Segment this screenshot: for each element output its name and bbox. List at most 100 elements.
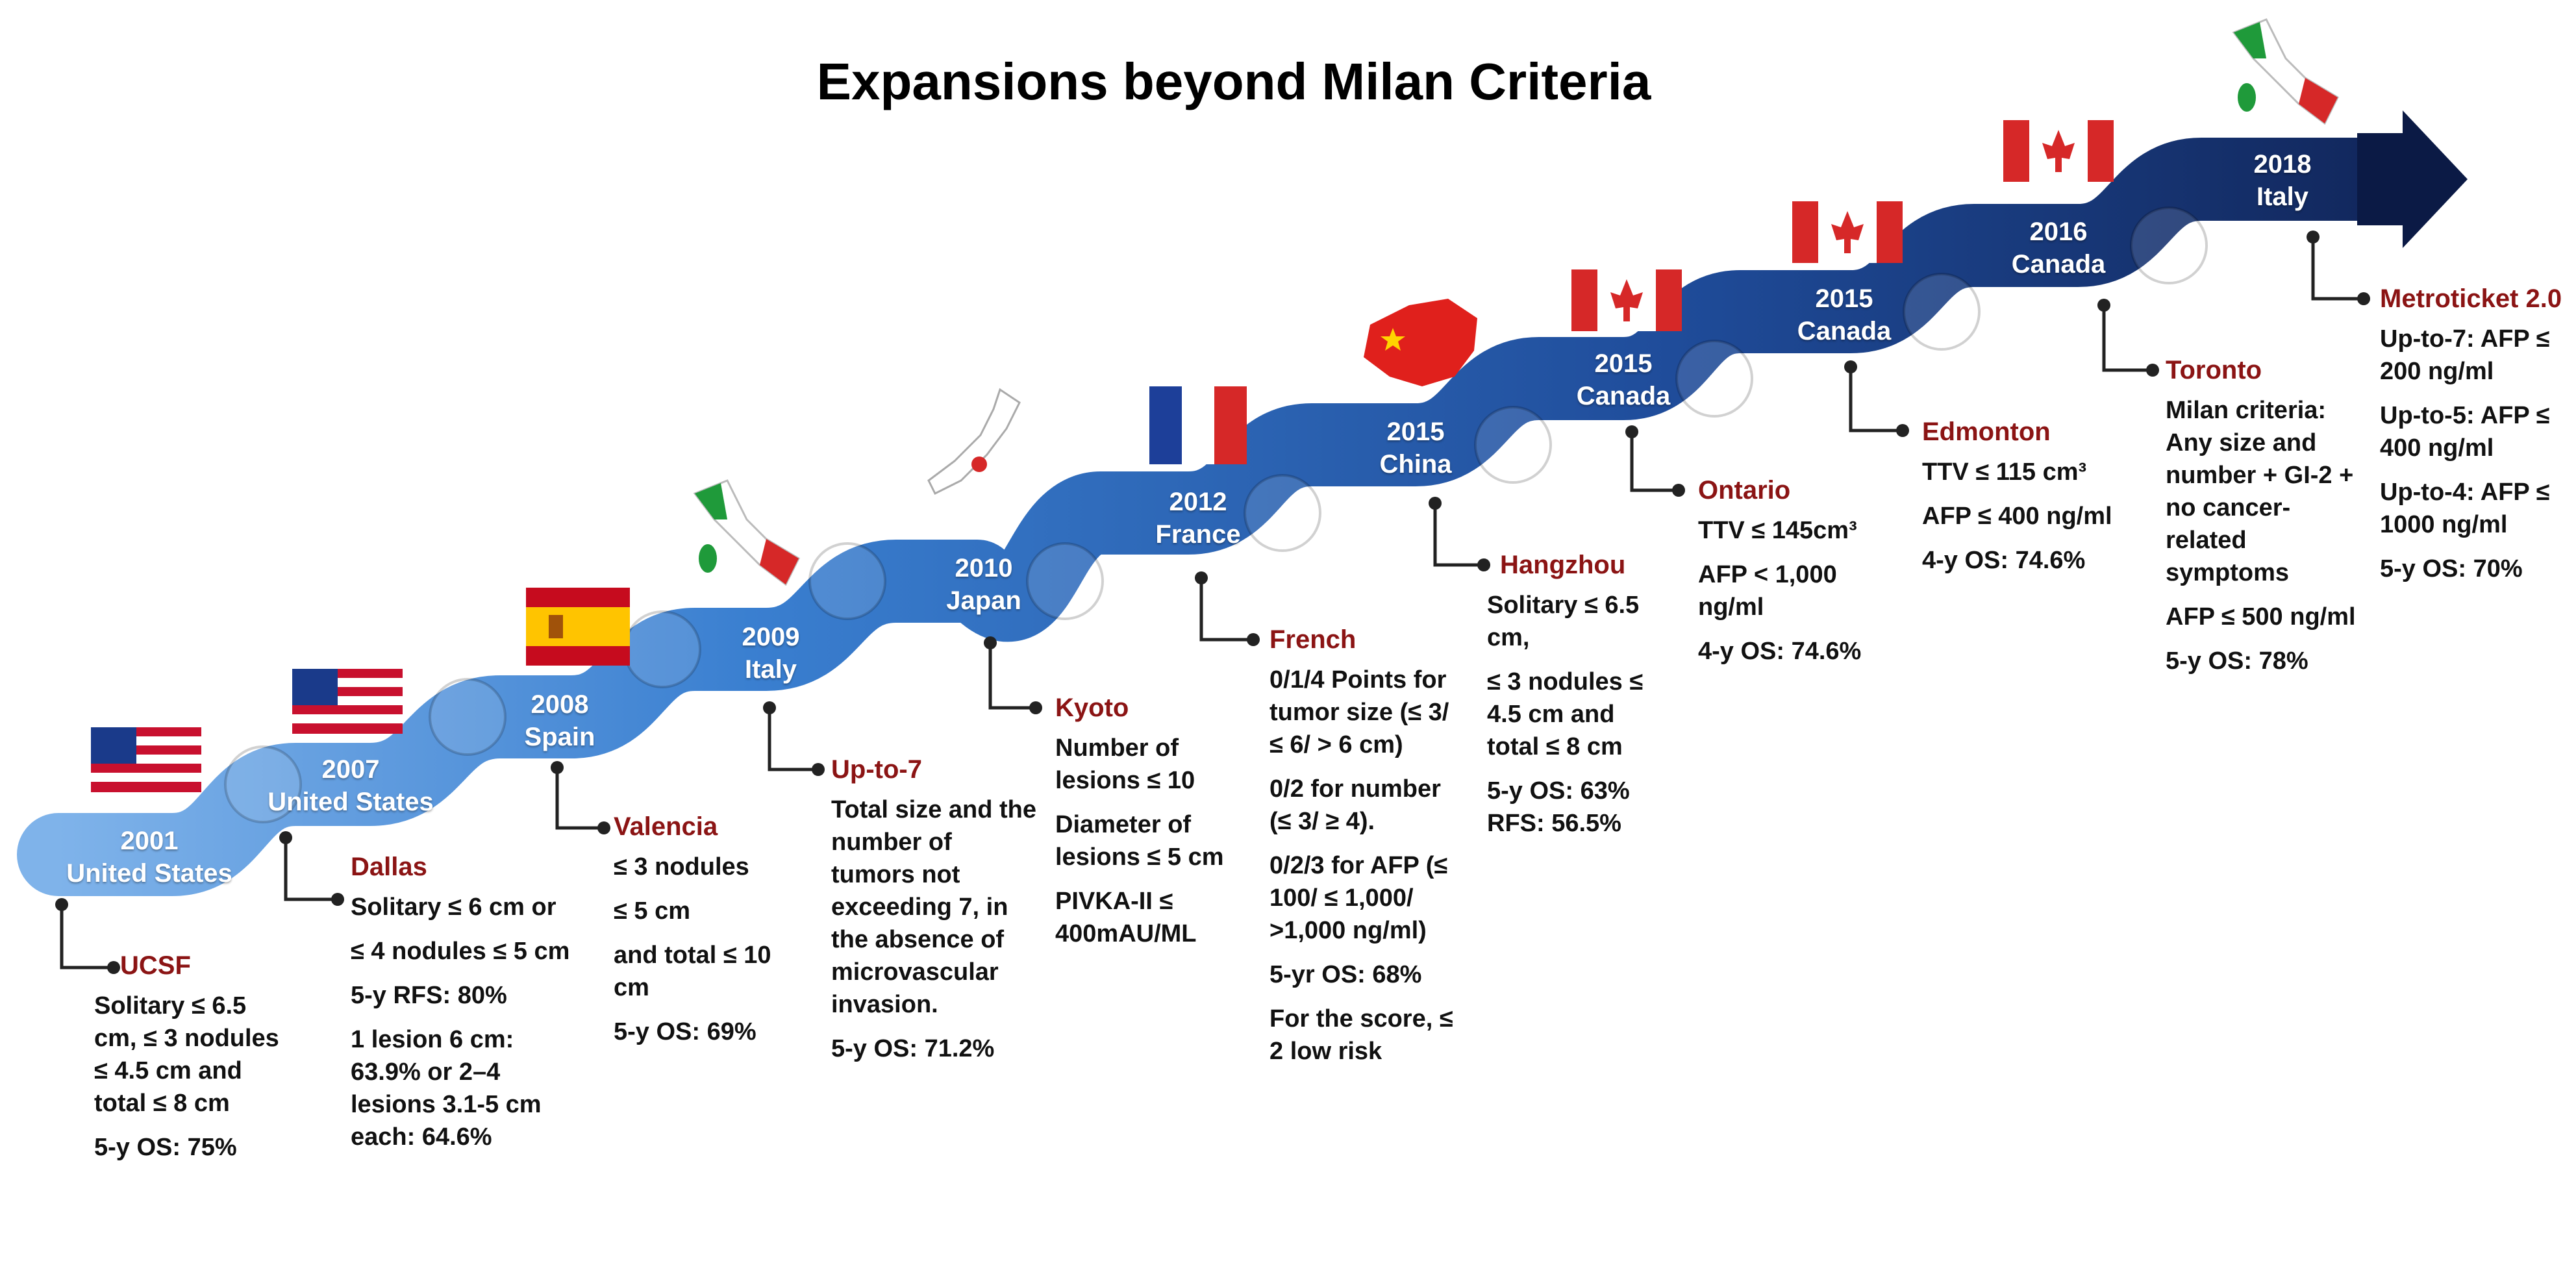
- criteria-line: 5-yr OS: 68%: [1269, 961, 1422, 988]
- criteria-block-metroticket: Metroticket 2.0 Up-to-7: AFP ≤ 200 ng/ml…: [2380, 282, 2568, 597]
- canada-flag-icon: [2003, 120, 2114, 182]
- timeline-ribbon: [17, 138, 2405, 896]
- milestone-year: 2008: [531, 690, 589, 719]
- italy-map-flag-icon: [693, 479, 800, 586]
- milestone-place: Italy: [2256, 182, 2309, 211]
- milestone-label: 2010 Japan: [946, 552, 1021, 617]
- criteria-line: 5-y OS: 70%: [2380, 555, 2523, 582]
- criteria-line: 5-y OS: 75%: [94, 1134, 237, 1161]
- criteria-line: 5-y OS: 78%: [2166, 647, 2308, 675]
- criteria-line: Solitary ≤ 6.5 cm,: [1487, 592, 1640, 651]
- criteria-line: ≤ 4 nodules ≤ 5 cm: [351, 938, 570, 965]
- criteria-line: TTV ≤ 115 cm³: [1922, 458, 2087, 486]
- milestone-year: 2009: [742, 623, 800, 651]
- timeline-arrow-head: [2357, 110, 2468, 248]
- milestone-place: United States: [268, 788, 434, 816]
- criteria-line: 5-y OS: 63% RFS: 56.5%: [1487, 777, 1630, 837]
- canada-flag-icon: [1571, 269, 1682, 331]
- criteria-line: For the score, ≤ 2 low risk: [1269, 1005, 1453, 1065]
- us-flag-icon: [91, 727, 201, 792]
- criteria-heading: Edmonton: [1922, 418, 2051, 446]
- criteria-line: 5-y OS: 71.2%: [831, 1035, 995, 1062]
- milestone-label: 2007 United States: [268, 753, 434, 818]
- milestone-year: 2015: [1386, 418, 1445, 446]
- criteria-block-kyoto: Kyoto Number of lesions ≤ 10 Diameter of…: [1055, 692, 1260, 962]
- milestone-place: China: [1379, 450, 1452, 479]
- criteria-heading: Metroticket 2.0: [2380, 284, 2562, 313]
- milestone-label: 2008 Spain: [525, 688, 595, 753]
- criteria-block-up-to-7: Up-to-7 Total size and the number of tum…: [831, 753, 1039, 1077]
- milestone-year: 2007: [321, 755, 380, 784]
- criteria-heading: Dallas: [351, 853, 427, 881]
- criteria-block-ontario: Ontario TTV ≤ 145cm³ AFP < 1,000 ng/ml 4…: [1698, 474, 1873, 679]
- criteria-line: Milan criteria: Any size and number + GI…: [2166, 397, 2354, 586]
- diagram-title: Expansions beyond Milan Criteria: [816, 53, 1651, 110]
- milestone-year: 2010: [955, 554, 1013, 582]
- criteria-line: 5-y RFS: 80%: [351, 982, 507, 1009]
- milestone-place: Italy: [744, 655, 797, 684]
- milestone-place: Canada: [2011, 250, 2106, 279]
- milestone-label: 2012 France: [1155, 486, 1240, 551]
- criteria-line: 0/2 for number (≤ 3/ ≥ 4).: [1269, 775, 1441, 835]
- criteria-line: AFP ≤ 400 ng/ml: [1922, 503, 2112, 530]
- criteria-line: Total size and the number of tumors not …: [831, 796, 1037, 1018]
- criteria-line: 5-y OS: 69%: [614, 1018, 757, 1045]
- criteria-block-hangzhou: Hangzhou Solitary ≤ 6.5 cm, ≤ 3 nodules …: [1487, 549, 1672, 851]
- milestone-place: Canada: [1576, 382, 1671, 410]
- criteria-block-valencia: Valencia ≤ 3 nodules ≤ 5 cm and total ≤ …: [614, 810, 812, 1060]
- criteria-line: AFP < 1,000 ng/ml: [1698, 561, 1837, 621]
- criteria-line: Up-to-7: AFP ≤ 200 ng/ml: [2380, 325, 2550, 385]
- criteria-heading: Valencia: [614, 812, 718, 841]
- milestone-year: 2012: [1169, 488, 1227, 516]
- criteria-heading: Toronto: [2166, 356, 2262, 384]
- milestone-year: 2016: [2029, 218, 2088, 246]
- milestone-label: 2001 United States: [66, 825, 232, 890]
- criteria-line: 4-y OS: 74.6%: [1922, 547, 2086, 574]
- milestone-place: Spain: [524, 723, 595, 751]
- italy-map-flag-icon: [2232, 18, 2339, 125]
- criteria-block-edmonton: Edmonton TTV ≤ 115 cm³ AFP ≤ 400 ng/ml 4…: [1922, 416, 2117, 588]
- milestone-year: 2015: [1594, 349, 1653, 378]
- criteria-line: 1 lesion 6 cm: 63.9% or 2–4 lesions 3.1-…: [351, 1026, 542, 1151]
- criteria-line: ≤ 3 nodules: [614, 853, 749, 881]
- milestone-label: 2009 Italy: [742, 621, 800, 686]
- criteria-heading: Kyoto: [1055, 694, 1129, 722]
- criteria-heading: French: [1269, 625, 1357, 654]
- milestone-year: 2015: [1815, 284, 1873, 313]
- us-flag-icon: [292, 669, 403, 734]
- criteria-heading: UCSF: [120, 951, 191, 980]
- criteria-heading: Ontario: [1698, 476, 1791, 505]
- milestone-year: 2018: [2253, 150, 2312, 179]
- criteria-line: ≤ 3 nodules ≤ 4.5 cm and total ≤ 8 cm: [1487, 668, 1644, 760]
- milestone-label: 2015 Canada: [1577, 347, 1671, 412]
- criteria-line: Up-to-4: AFP ≤ 1000 ng/ml: [2380, 479, 2550, 538]
- milestone-place: Canada: [1797, 317, 1892, 345]
- milestone-label: 2015 Canada: [1797, 282, 1892, 347]
- milestone-place: Japan: [946, 586, 1021, 615]
- milestone-place: United States: [66, 859, 232, 888]
- criteria-heading: Hangzhou: [1500, 551, 1626, 579]
- criteria-line: 0/1/4 Points for tumor size (≤ 3/ ≤ 6/ >…: [1269, 666, 1449, 758]
- criteria-line: Solitary ≤ 6 cm or: [351, 894, 556, 921]
- criteria-line: Up-to-5: AFP ≤ 400 ng/ml: [2380, 402, 2550, 462]
- criteria-line: TTV ≤ 145cm³: [1698, 517, 1857, 544]
- criteria-line: ≤ 5 cm: [614, 897, 691, 925]
- milestone-label: 2018 Italy: [2254, 148, 2312, 213]
- criteria-block-dallas: Dallas Solitary ≤ 6 cm or ≤ 4 nodules ≤ …: [351, 851, 588, 1165]
- ribbon-circles: [224, 206, 2208, 823]
- spain-flag-icon: [526, 588, 630, 666]
- criteria-block-toronto: Toronto Milan criteria: Any size and num…: [2166, 354, 2360, 689]
- criteria-line: Solitary ≤ 6.5 cm, ≤ 3 nodules ≤ 4.5 cm …: [94, 992, 279, 1117]
- canada-flag-icon: [1792, 201, 1903, 263]
- milestone-label: 2015 China: [1379, 416, 1451, 481]
- connector-dots: [55, 231, 2370, 974]
- criteria-line: Diameter of lesions ≤ 5 cm: [1055, 811, 1224, 871]
- milestone-year: 2001: [120, 827, 179, 855]
- criteria-block-ucsf: UCSF Solitary ≤ 6.5 cm, ≤ 3 nodules ≤ 4.…: [94, 949, 289, 1175]
- criteria-block-french: French 0/1/4 Points for tumor size (≤ 3/…: [1269, 623, 1468, 1079]
- criteria-line: and total ≤ 10 cm: [614, 942, 771, 1001]
- criteria-line: 4-y OS: 74.6%: [1698, 638, 1862, 665]
- connectors: [60, 237, 2364, 969]
